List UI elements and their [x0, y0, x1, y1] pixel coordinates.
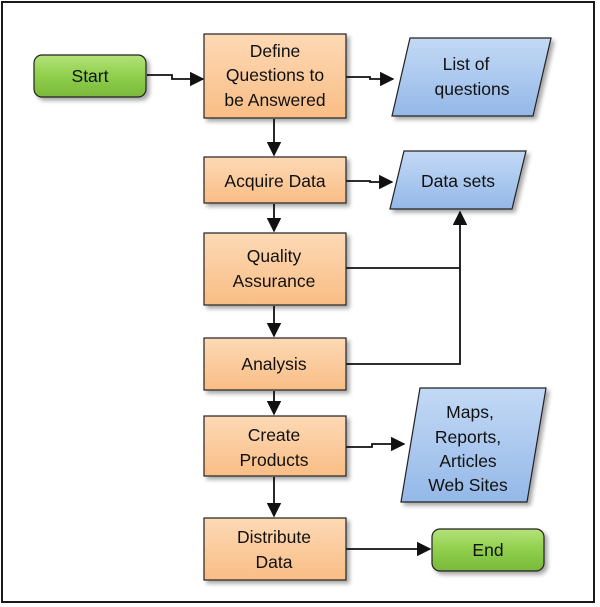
arrow-start-to-define [147, 71, 205, 87]
outputs-label-line2: Reports, [435, 427, 501, 447]
distribute-label-line2: Data [256, 552, 293, 572]
acquire-data-node [203, 156, 347, 204]
analysis-label: Analysis [241, 354, 306, 374]
end-node [431, 528, 545, 572]
define-label-line3: be Answered [224, 90, 325, 110]
analysis-node [203, 337, 347, 391]
acquire-label: Acquire Data [224, 171, 325, 191]
distribute-label-line1: Distribute [237, 527, 311, 547]
quality-assurance-node [203, 232, 347, 306]
arrow-create-to-outputs [346, 436, 406, 452]
list-label-line2: questions [435, 79, 510, 99]
create-label-line1: Create [248, 425, 301, 445]
start-label: Start [72, 66, 109, 86]
data-sets-label: Data sets [421, 171, 495, 191]
start-node [33, 54, 147, 98]
outputs-label-line4: Web Sites [428, 475, 508, 495]
distribute-data-node [203, 517, 347, 581]
list-of-questions-node [391, 37, 552, 117]
create-label-line2: Products [239, 450, 308, 470]
arrow-define-to-list [346, 71, 395, 87]
define-label-line2: Questions to [226, 65, 324, 85]
end-label: End [472, 540, 503, 560]
define-questions-node [203, 33, 347, 119]
data-sets-node [389, 150, 527, 210]
connectors [147, 71, 468, 557]
outputs-label-line3: Articles [439, 451, 497, 471]
outputs-node [400, 387, 547, 503]
outputs-label-line1: Maps, [446, 402, 494, 422]
quality-label-line1: Quality [247, 246, 302, 266]
arrow-analysis-to-datasets [346, 210, 468, 365]
define-label-line1: Define [250, 41, 301, 61]
quality-label-line2: Assurance [233, 271, 316, 291]
create-products-node [203, 415, 347, 477]
arrow-acquire-to-datasets [346, 174, 394, 190]
list-label-line1: List of [443, 54, 490, 74]
